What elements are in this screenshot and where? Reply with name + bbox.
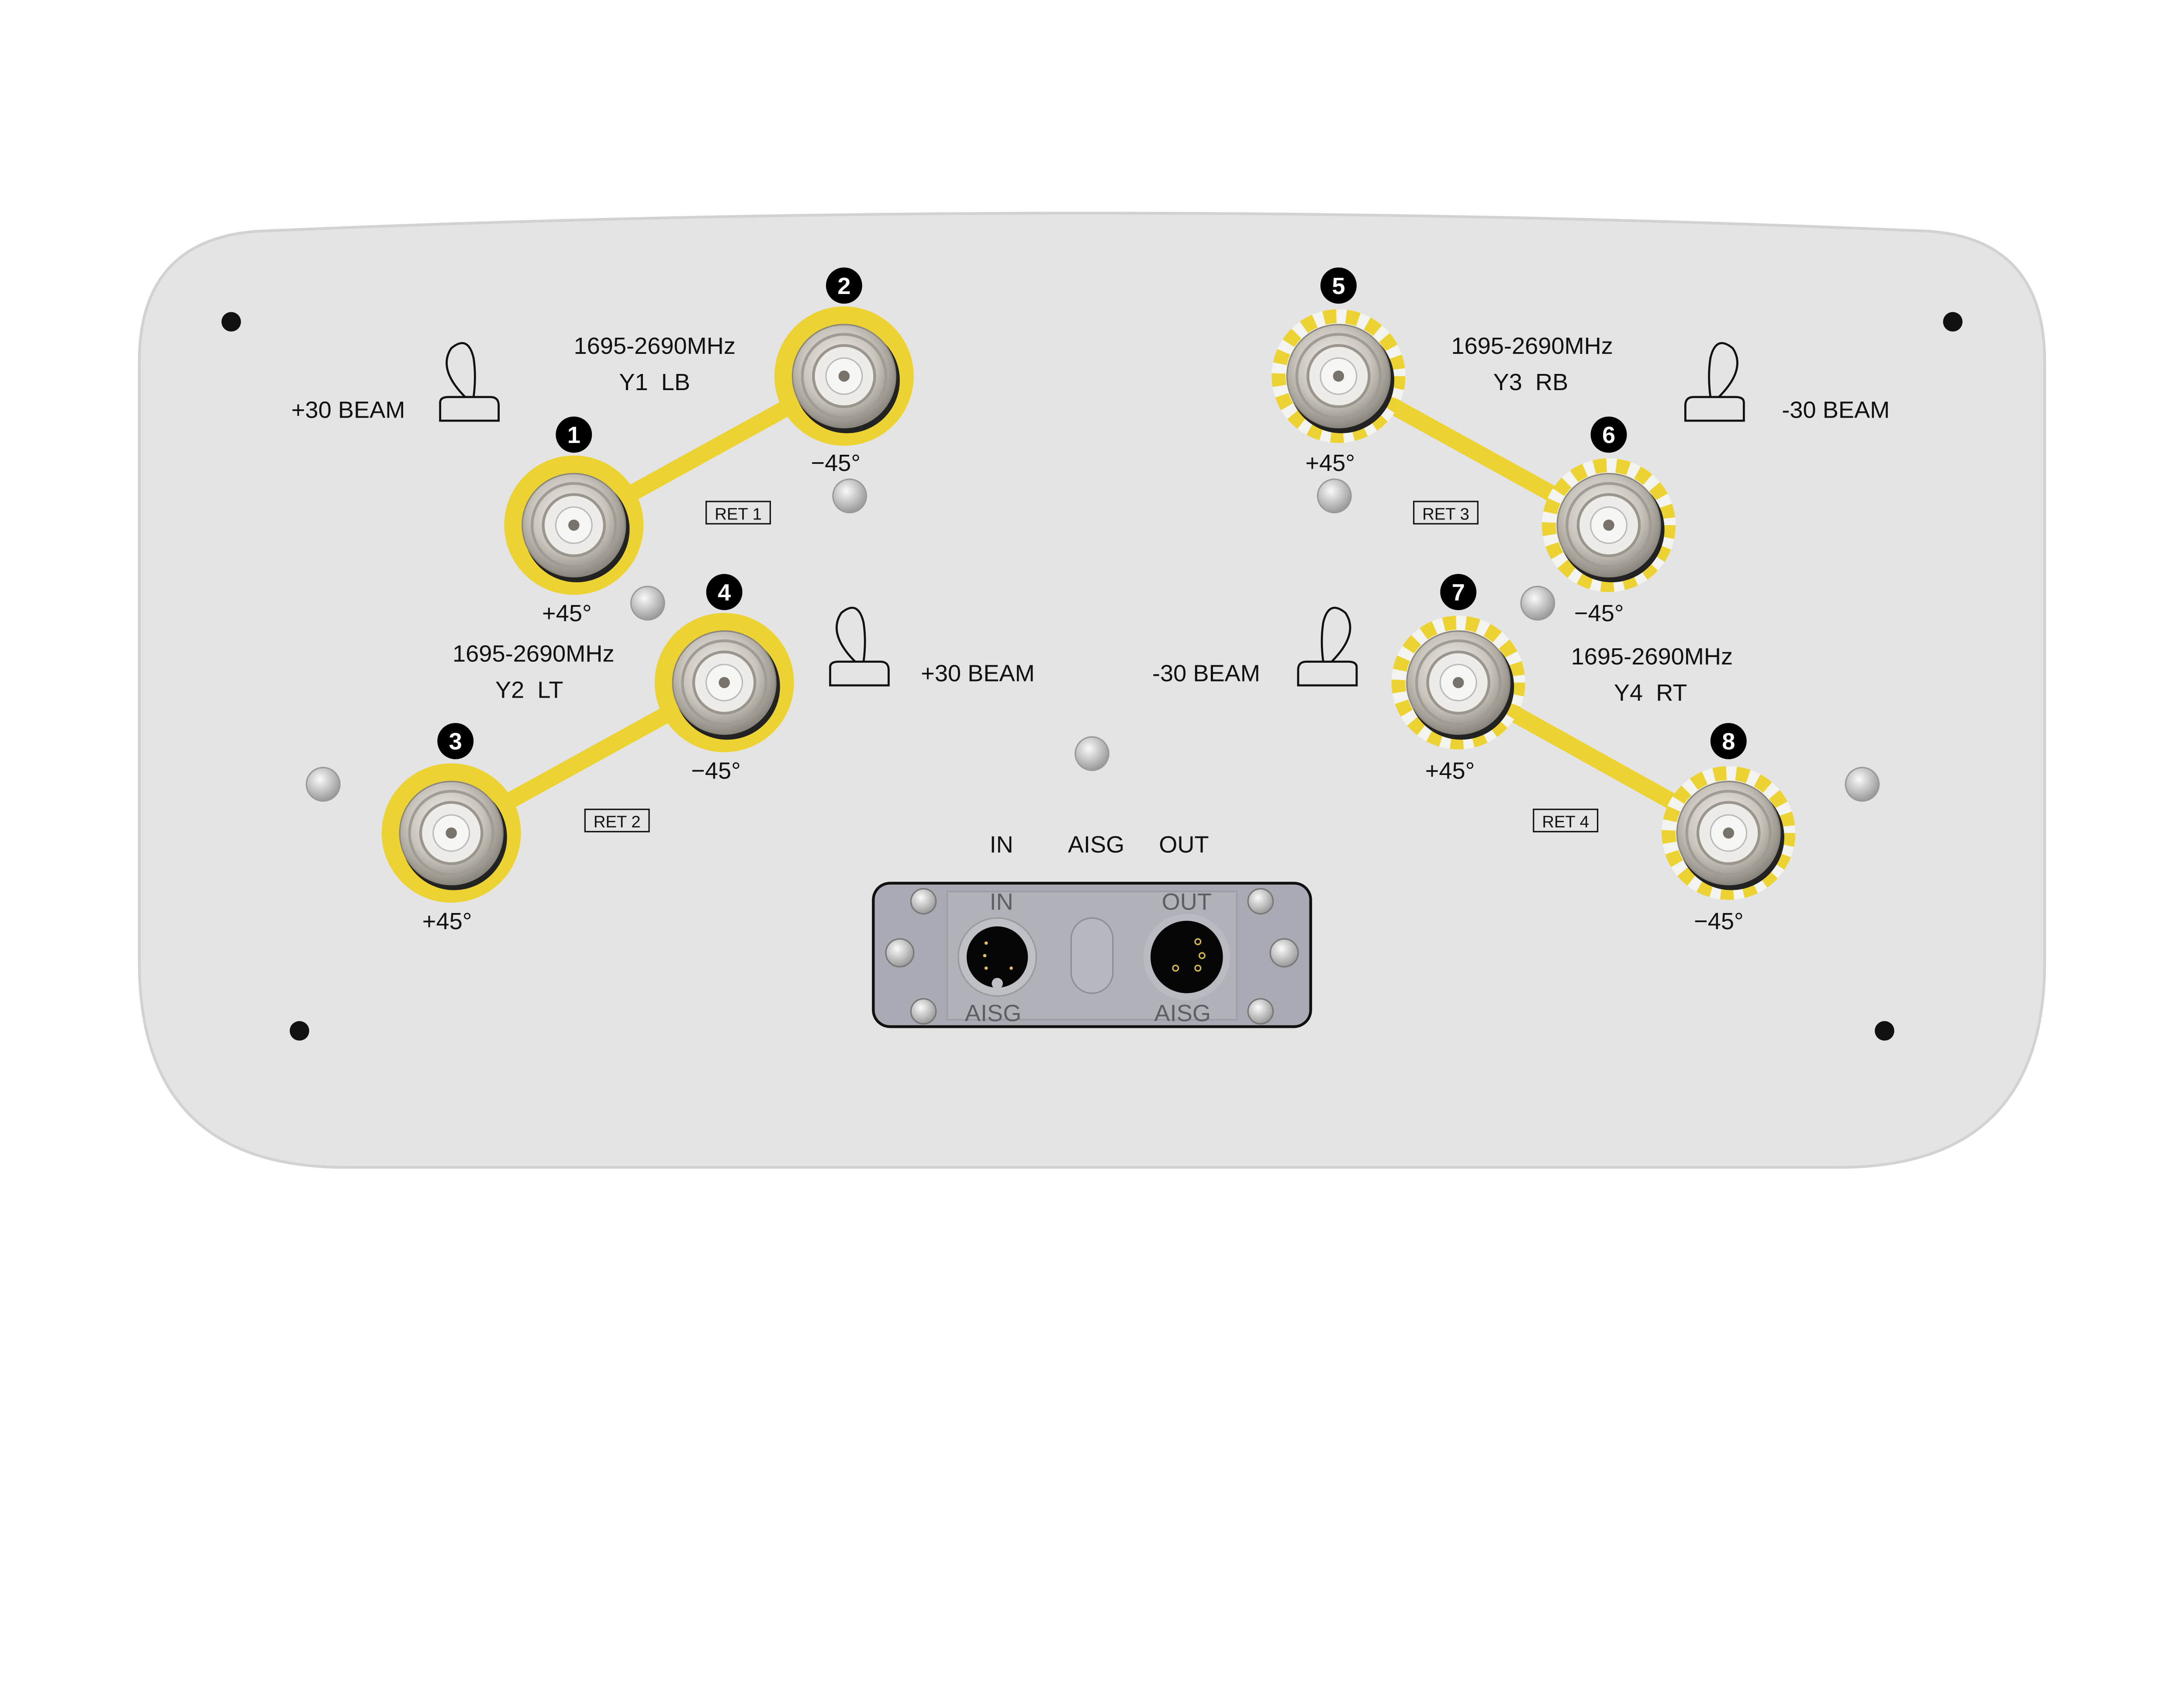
plate-in-aisg-label: AISG	[965, 1000, 1022, 1026]
band-label: 1695-2690MHz	[574, 333, 736, 359]
beam-pattern-icon	[1297, 606, 1358, 687]
aisg-section: IN AISG OUT IN OUT AISG AISG	[872, 832, 1312, 1028]
screw-icon	[885, 938, 915, 968]
polarization-label: −45°	[1694, 908, 1744, 934]
rf-connector-port-6[interactable]	[1541, 458, 1676, 592]
screw-icon	[630, 585, 665, 621]
group-y2: 1695-2690MHz Y2 LT +30 BEAM RET 2	[453, 641, 1035, 833]
port-number-badge: 4	[706, 574, 743, 610]
plate-out-aisg-label: AISG	[1154, 1000, 1211, 1026]
screw-icon	[1269, 938, 1299, 968]
rf-connector-port-4[interactable]	[654, 613, 794, 752]
group-name: Y1 LB	[619, 369, 690, 395]
ret-box	[1413, 501, 1479, 525]
aisg-out-label: OUT	[1159, 832, 1209, 858]
mounting-hole	[1943, 312, 1963, 332]
band-label: 1695-2690MHz	[1571, 643, 1733, 670]
mounting-hole	[1875, 1021, 1894, 1041]
group-y4: 1695-2690MHz Y4 RT -30 BEAM RET 4	[1152, 643, 1733, 833]
screws	[305, 478, 1880, 802]
antenna-port-panel: 1 +45° 2 −45° 3 +45° 4 −45° 5 +45° 6 −45° 7 +45° 8 −45°…	[138, 211, 2046, 1169]
port-number: 3	[449, 729, 462, 755]
ret-label: RET 2	[594, 813, 641, 831]
group-name: Y2 LT	[495, 677, 563, 703]
ret-box	[584, 809, 650, 833]
port-number: 4	[718, 579, 731, 605]
screw-icon	[1520, 585, 1555, 621]
rf-connector-port-5[interactable]	[1272, 309, 1406, 443]
beam-label: +30 BEAM	[291, 397, 405, 423]
rf-connectors	[381, 306, 1796, 903]
screw-icon	[1845, 767, 1880, 802]
mounting-hole	[290, 1021, 309, 1041]
rf-connector-port-8[interactable]	[1662, 766, 1796, 900]
group-y3: 1695-2690MHz Y3 RB -30 BEAM RET 3	[1413, 333, 1890, 525]
aisg-in-connector[interactable]	[957, 917, 1037, 997]
aisg-cap	[1070, 917, 1114, 994]
port-number: 2	[837, 273, 850, 299]
polarization-label: +45°	[542, 600, 592, 626]
aisg-out-connector[interactable]	[1143, 913, 1230, 1000]
beam-label: -30 BEAM	[1152, 660, 1260, 686]
rf-connector-port-3[interactable]	[381, 763, 521, 903]
port-number-badge: 7	[1440, 574, 1477, 610]
port-number-badge: 6	[1590, 416, 1627, 453]
beam-label: +30 BEAM	[921, 660, 1035, 686]
port-badges: 1 +45° 2 −45° 3 +45° 4 −45° 5 +45° 6 −45° 7 +45° 8 −45°	[422, 267, 1747, 934]
port-number-badge: 2	[826, 267, 862, 304]
screw-icon	[305, 767, 341, 802]
plate-out-label: OUT	[1162, 889, 1212, 915]
polarization-label: +45°	[1305, 450, 1355, 476]
beam-pattern-icon	[829, 606, 890, 687]
screw-icon	[910, 998, 937, 1025]
group-y1: 1695-2690MHz Y1 LB +30 BEAM RET 1	[291, 333, 771, 525]
rf-connector-port-7[interactable]	[1391, 616, 1525, 750]
port-number: 6	[1602, 422, 1615, 448]
port-number: 5	[1332, 273, 1345, 299]
port-number: 1	[567, 422, 581, 448]
polarization-label: −45°	[691, 758, 741, 784]
beam-label: -30 BEAM	[1782, 397, 1890, 423]
beam-pattern-icon	[439, 342, 500, 422]
aisg-in-label: IN	[990, 832, 1013, 858]
beam-pattern-icon	[1684, 342, 1745, 422]
ret-box	[1533, 809, 1599, 833]
polarization-label: +45°	[1425, 758, 1475, 784]
polarization-label: −45°	[1574, 600, 1624, 626]
rf-connector-port-1[interactable]	[504, 455, 644, 595]
group-name: Y4 RT	[1614, 680, 1687, 706]
mounting-holes	[221, 312, 1963, 1041]
polarization-label: −45°	[811, 450, 860, 476]
ret-label: RET 4	[1542, 813, 1589, 831]
port-number-badge: 8	[1710, 723, 1747, 759]
screw-icon	[832, 478, 867, 514]
ret-label: RET 3	[1422, 505, 1469, 523]
plate-in-label: IN	[990, 889, 1013, 915]
port-number-badge: 5	[1320, 267, 1357, 304]
group-name: Y3 RB	[1493, 369, 1569, 395]
screw-icon	[1075, 736, 1109, 771]
mounting-hole	[221, 312, 241, 332]
band-label: 1695-2690MHz	[1451, 333, 1613, 359]
screw-icon	[1247, 888, 1274, 915]
port-number-badge: 3	[437, 723, 474, 759]
rf-connector-port-2[interactable]	[774, 306, 914, 446]
ret-label: RET 1	[715, 505, 762, 523]
screw-icon	[910, 888, 937, 915]
aisg-title: AISG	[1068, 832, 1125, 858]
band-label: 1695-2690MHz	[453, 641, 615, 667]
panel-body	[138, 211, 2046, 1169]
polarization-label: +45°	[422, 908, 472, 934]
port-number-badge: 1	[556, 416, 592, 453]
port-number: 8	[1722, 729, 1735, 755]
screw-icon	[1247, 998, 1274, 1025]
screw-icon	[1317, 478, 1352, 514]
ret-box	[705, 501, 771, 525]
port-number: 7	[1452, 579, 1465, 605]
